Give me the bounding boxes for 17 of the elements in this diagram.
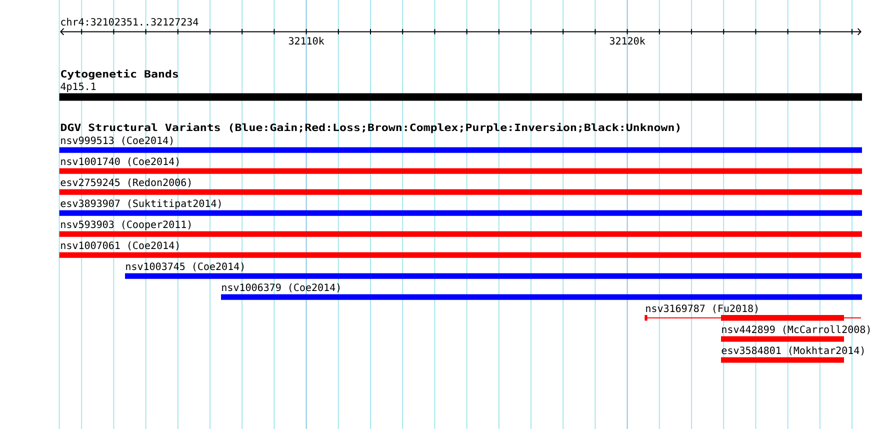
variant-label: nsv1003745 (Coe2014) [126,262,244,272]
variant-label: nsv3169787 (Fu2018) [646,304,758,314]
variant-label: nsv999513 (Coe2014) [61,136,172,146]
variant-label: nsv1006379 (Coe2014) [222,283,340,292]
variant-label: nsv1007061 (Coe2014) [61,241,179,250]
track-heading: DGV Structural Variants (Blue:Gain;Red:Loss;Brown:Complex;Purple:Inversion;Black:Unknown) [61,122,680,134]
variant-label: esv3893907 (Suktitipat2014) [60,199,221,210]
variant-label: esv2759245 (Redon2006) [60,178,191,188]
tick-label: 32120k [610,36,646,45]
tick-label: 32110k [288,36,324,45]
variant-label: nsv593903 (Cooper2011) [61,220,191,230]
track-heading: Cytogenetic Bands [61,69,178,80]
variant-label: nsv1001740 (Coe2014) [61,157,179,166]
variant-label: esv3584801 (Mokhtar2014) [722,346,864,356]
position-label: chr4:32102351..32127234 [61,18,198,26]
band-label: 4p15.1 [60,82,96,92]
variant-label: nsv442899 (McCarroll2008) [722,325,870,334]
